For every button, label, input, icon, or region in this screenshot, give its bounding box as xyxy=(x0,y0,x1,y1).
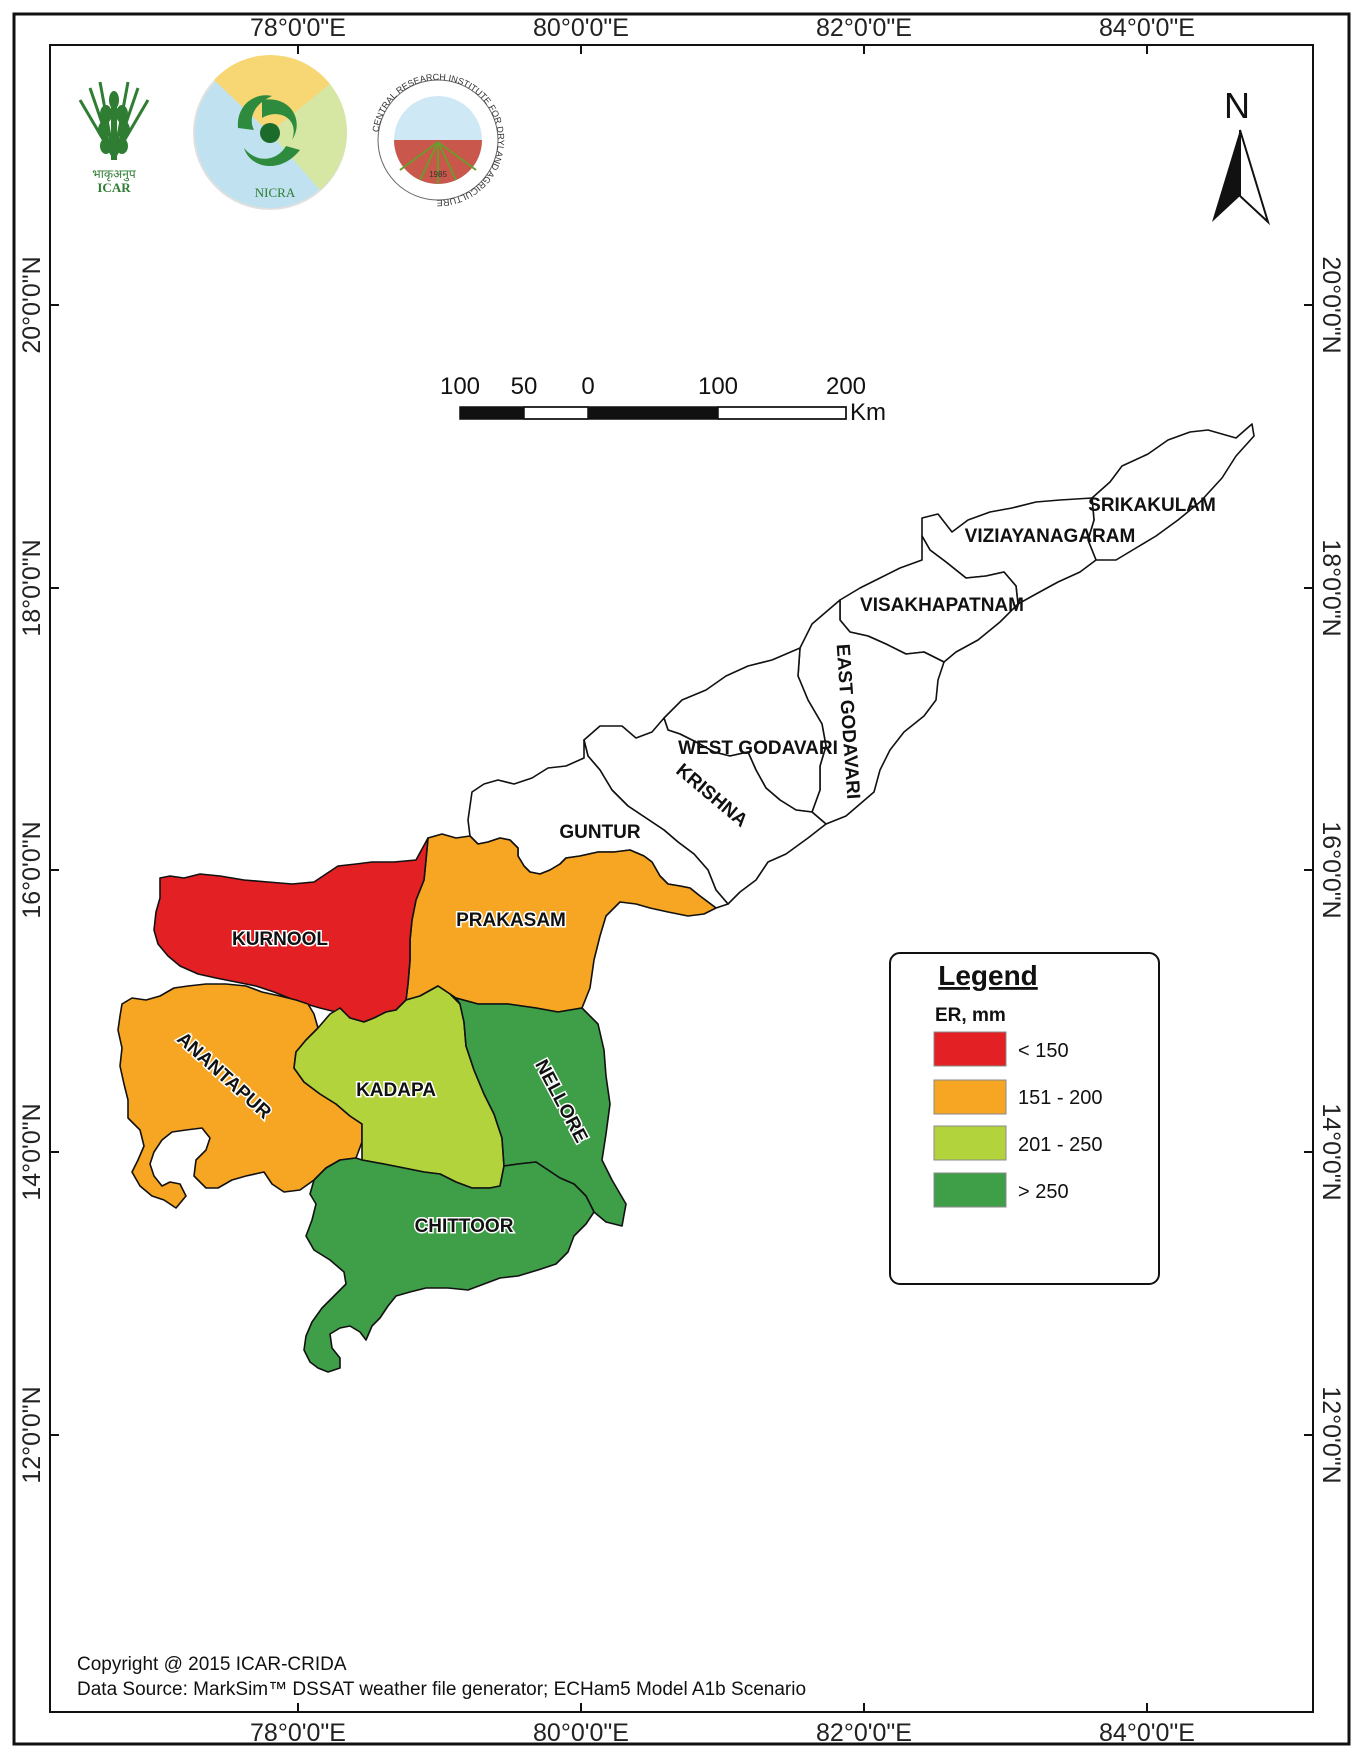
lon-label-bottom-80: 80°0'0"E xyxy=(533,1719,629,1747)
lon-label-bottom-78: 78°0'0"E xyxy=(250,1719,346,1747)
lat-label-right-20: 20°0'0"N xyxy=(1317,256,1345,353)
scale-tick-100-left: 100 xyxy=(440,373,480,400)
scale-tick-0: 0 xyxy=(581,373,594,400)
lat-label-left-20: 20°0'0"N xyxy=(18,256,46,353)
district-kurnool xyxy=(153,837,429,1023)
icar-hindi-text: भाकृअनुप xyxy=(92,167,136,182)
lon-label-top-80: 80°0'0"E xyxy=(533,14,629,42)
legend-swatch-gt250 xyxy=(933,1172,1007,1208)
district-nellore xyxy=(455,997,627,1227)
legend-label-gt250: > 250 xyxy=(1018,1181,1069,1203)
label-prakasam: PRAKASAM xyxy=(456,910,566,931)
district-anantapur xyxy=(117,983,363,1209)
lon-label-bottom-82: 82°0'0"E xyxy=(816,1719,912,1747)
lat-label-right-18: 18°0'0"N xyxy=(1317,539,1345,636)
legend-box xyxy=(889,952,1160,1285)
footer-copyright: Copyright @ 2015 ICAR-CRIDA xyxy=(77,1654,347,1675)
graticule-ticks xyxy=(50,45,1313,1712)
lon-label-bottom-84: 84°0'0"E xyxy=(1099,1719,1195,1747)
footer-data-source: Data Source: MarkSim™ DSSAT weather file… xyxy=(77,1679,806,1700)
legend: Legend ER, mm < 150 151 - 200 201 - 250 … xyxy=(889,952,1160,1285)
lon-label-top-82: 82°0'0"E xyxy=(816,14,912,42)
label-srikakulam: SRIKAKULAM xyxy=(1088,495,1216,516)
lat-label-left-16: 16°0'0"N xyxy=(18,821,46,918)
legend-label-lt150: < 150 xyxy=(1018,1040,1069,1062)
legend-subtitle: ER, mm xyxy=(935,1005,1006,1026)
legend-swatch-lt150 xyxy=(933,1031,1007,1067)
legend-title: Legend xyxy=(938,960,1038,991)
scale-bar: 100 50 0 100 200 Km xyxy=(440,373,886,426)
lat-label-right-14: 14°0'0"N xyxy=(1317,1103,1345,1200)
crida-year: 1985 xyxy=(429,170,447,179)
legend-swatch-151-200 xyxy=(933,1079,1007,1115)
north-arrow-icon xyxy=(1212,130,1240,222)
legend-label-151-200: 151 - 200 xyxy=(1018,1087,1103,1109)
label-west-godavari: WEST GODAVARI xyxy=(678,738,838,759)
legend-label-201-250: 201 - 250 xyxy=(1018,1134,1103,1156)
district-polygons xyxy=(117,423,1255,1373)
district-chittoor xyxy=(303,1157,595,1373)
lat-label-left-18: 18°0'0"N xyxy=(18,539,46,636)
legend-swatch-201-250 xyxy=(933,1125,1007,1161)
label-guntur: GUNTUR xyxy=(559,822,641,843)
label-chittoor: CHITTOOR xyxy=(415,1216,514,1237)
lon-label-top-78: 78°0'0"E xyxy=(250,14,346,42)
nicra-logo: NICRA xyxy=(193,55,347,210)
label-kadapa: KADAPA xyxy=(356,1080,436,1101)
lon-label-top-84: 84°0'0"E xyxy=(1099,14,1195,42)
scale-unit: Km xyxy=(850,399,886,426)
district-srikakulam xyxy=(1087,423,1255,561)
icar-text: ICAR xyxy=(97,180,131,195)
lat-label-left-12: 12°0'0"N xyxy=(18,1386,46,1483)
lat-label-right-12: 12°0'0"N xyxy=(1317,1386,1345,1483)
lat-label-right-16: 16°0'0"N xyxy=(1317,821,1345,918)
label-kurnool: KURNOOL xyxy=(232,929,328,950)
scale-tick-50: 50 xyxy=(511,373,538,400)
north-label: N xyxy=(1224,85,1250,126)
lat-label-left-14: 14°0'0"N xyxy=(18,1103,46,1200)
label-viziayanagaram: VIZIAYANAGARAM xyxy=(965,526,1136,547)
scale-tick-200: 200 xyxy=(826,373,866,400)
icar-logo: भाकृअनुप ICAR xyxy=(78,81,150,195)
scale-tick-100: 100 xyxy=(698,373,738,400)
north-arrow: N xyxy=(1212,85,1271,226)
nicra-text: NICRA xyxy=(255,185,296,200)
label-visakhapatnam: VISAKHAPATNAM xyxy=(860,595,1024,616)
